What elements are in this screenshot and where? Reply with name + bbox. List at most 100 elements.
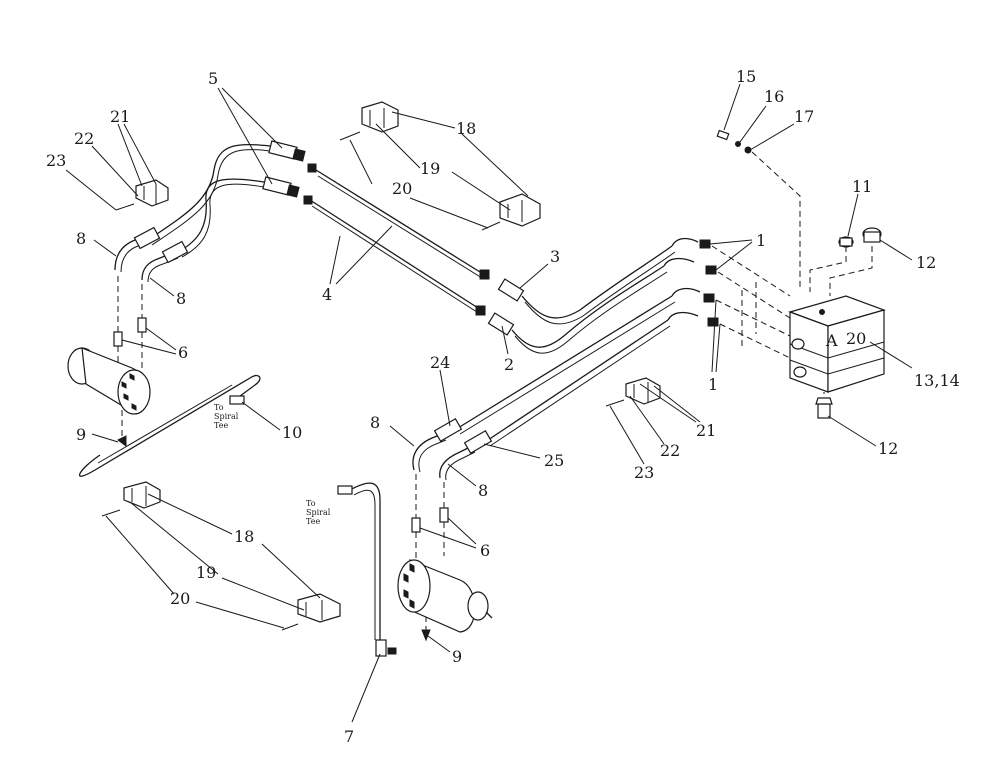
leader-17	[749, 123, 795, 151]
leader-16	[739, 105, 767, 143]
tee-9-right	[421, 629, 431, 642]
callout-8-left-a: 8	[76, 229, 86, 248]
clamp-18-bottom-b	[297, 593, 341, 623]
fitting-tube-end-1	[307, 163, 317, 173]
hose-upper-left-a-inner	[151, 149, 271, 246]
callout-20-valve: 20	[846, 329, 866, 348]
callout-12-top: 12	[916, 253, 936, 272]
fitting-5b-nut	[286, 184, 300, 198]
fitting-25	[463, 429, 493, 455]
clamp-18-top-b	[499, 193, 541, 227]
hose-7-inner	[353, 489, 376, 640]
fitting-2-nut	[475, 305, 486, 316]
callout-12-bottom: 12	[878, 439, 898, 458]
leader-9-right	[427, 635, 451, 653]
leader-11	[847, 193, 859, 237]
elbow-1-b	[663, 257, 695, 267]
note-2-line3: Tee	[306, 517, 320, 526]
valve-front-face	[789, 311, 829, 393]
leader-6-left-b	[145, 327, 177, 351]
clamp-18-top-b-detail	[507, 200, 523, 222]
elbow-8-left-a-inner	[120, 241, 151, 273]
motor-left-face	[117, 369, 151, 415]
dash-1-c	[715, 299, 791, 337]
fittings	[113, 140, 719, 657]
callout-21-left: 21	[110, 107, 130, 126]
motor-right	[397, 559, 493, 633]
leader-12-top	[879, 239, 913, 261]
fitting-24	[433, 417, 463, 443]
leader-12-bottom	[827, 415, 877, 447]
hose-24	[457, 295, 673, 429]
callout-10: 10	[282, 423, 302, 442]
clamps	[101, 101, 661, 631]
clamp-18-bottom-b-detail	[305, 600, 323, 620]
leader-5a	[221, 87, 283, 149]
callout-20-top: 20	[392, 179, 412, 198]
motor-left	[67, 347, 151, 415]
adapter-6-mid-a	[411, 517, 421, 533]
spiral-tee-note-1: To Spiral Tee	[214, 403, 239, 430]
callout-18-top: 18	[456, 119, 476, 138]
callout-9-left: 9	[76, 425, 86, 444]
clamp-21-right	[625, 377, 661, 405]
valve-side-face	[827, 309, 885, 393]
leader-9-left	[91, 433, 119, 443]
leader-13-14	[869, 341, 913, 369]
callout-9-right: 9	[452, 647, 462, 666]
valve-port-a	[791, 338, 805, 350]
fitting-2	[487, 312, 515, 336]
leader-1-bot-a	[711, 299, 717, 373]
fitting-1-c	[703, 293, 715, 303]
leader-21-right-b	[653, 385, 701, 423]
adapter-6-left-a	[113, 331, 123, 347]
callout-17: 17	[794, 107, 814, 126]
note-2-line1: To	[306, 499, 316, 508]
clamp-21-right-detail	[633, 382, 649, 402]
leader-6-mid-a	[419, 527, 477, 549]
hose-25-inner	[489, 325, 671, 447]
callout-20-bottom: 20	[170, 589, 190, 608]
leader-18-top-b	[461, 133, 529, 197]
dash-1-d	[719, 323, 791, 359]
leader-22-left	[91, 145, 139, 197]
callout-23-left: 23	[46, 151, 66, 170]
plug-12-bottom-head	[815, 397, 833, 405]
leader-19-bot	[129, 501, 219, 575]
callout-19-top: 19	[420, 159, 440, 178]
clamp-18-top-a	[361, 101, 399, 133]
spiral-tee-note-2: To Spiral Tee	[306, 499, 331, 526]
callout-15: 15	[736, 67, 756, 86]
fitting-1-d	[707, 317, 719, 327]
leader-21-left-a	[117, 123, 143, 187]
dash-17-to-valve	[751, 151, 801, 290]
leader-18-top-a	[391, 111, 456, 129]
leader-2	[501, 325, 509, 355]
leader-25	[483, 443, 541, 459]
leader-10	[241, 401, 281, 431]
screw-20-bottom-a	[101, 509, 121, 517]
motor-left-pattern	[121, 373, 137, 411]
screw-20-top-b	[481, 221, 501, 231]
elbow-8-left-b-inner	[147, 257, 179, 283]
bolt-15	[716, 129, 730, 141]
note-1-line1: To	[214, 403, 224, 412]
hose-upper-left-a	[147, 143, 271, 241]
callout-5: 5	[208, 69, 218, 88]
nut-17	[744, 146, 752, 154]
leader-8-mid-a	[389, 425, 415, 447]
valve-block: A 20	[788, 295, 886, 393]
leader-20-top-b	[409, 197, 489, 229]
leader-8-mid-b	[447, 463, 477, 487]
fitting-5a-nut	[292, 148, 306, 162]
valve-hardware	[716, 129, 752, 154]
elbow-8-mid-b	[439, 445, 473, 479]
leader-20-bot-b	[195, 601, 285, 629]
tube-2-inner	[311, 205, 481, 315]
elbow-8-mid-a-inner	[418, 439, 447, 473]
leader-1-top-a	[709, 239, 753, 245]
callout-8-left-b: 8	[176, 289, 186, 308]
hose-10-inner	[97, 384, 233, 464]
fitting-7	[375, 639, 387, 657]
leader-4-b	[335, 225, 393, 285]
